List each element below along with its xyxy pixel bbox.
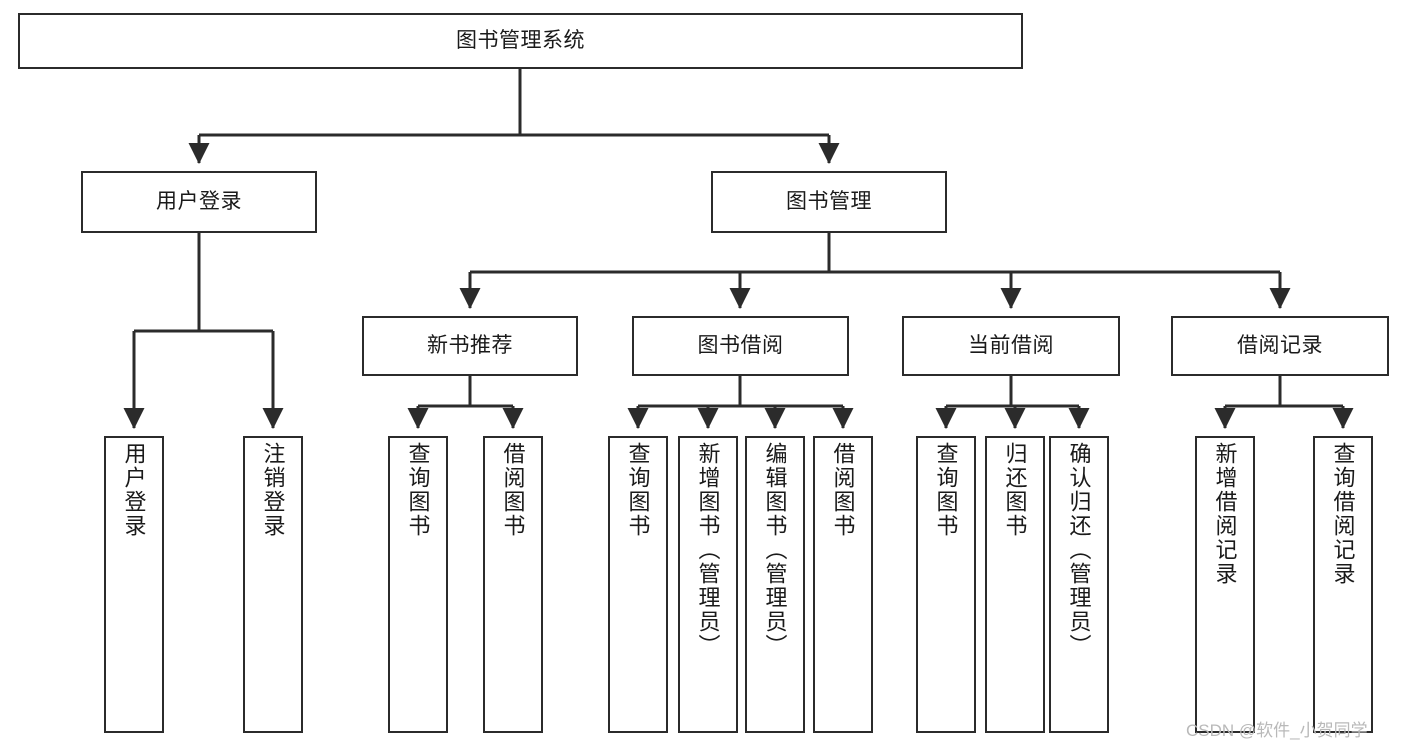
node-leaf-confirm-return[interactable]: 确认归还（管理员） — [1049, 436, 1109, 733]
node-leaf-query-book-2-label: 查询图书 — [625, 442, 651, 538]
node-leaf-return-book-label: 归还图书 — [1002, 442, 1028, 538]
node-book-manage[interactable]: 图书管理 — [711, 171, 947, 233]
node-leaf-query-book-3-label: 查询图书 — [933, 442, 959, 538]
node-root-label: 图书管理系统 — [456, 28, 585, 52]
node-book-borrow-label: 图书借阅 — [697, 333, 784, 357]
node-leaf-logout[interactable]: 注销登录 — [243, 436, 303, 733]
node-user-login-label: 用户登录 — [156, 189, 242, 213]
node-leaf-add-record[interactable]: 新增借阅记录 — [1195, 436, 1255, 733]
node-leaf-edit-book[interactable]: 编辑图书（管理员） — [745, 436, 805, 733]
node-leaf-confirm-return-label: 确认归还（管理员） — [1066, 442, 1092, 658]
node-leaf-query-record-label: 查询借阅记录 — [1330, 442, 1356, 586]
node-book-borrow[interactable]: 图书借阅 — [632, 316, 849, 376]
node-leaf-query-book-2[interactable]: 查询图书 — [608, 436, 668, 733]
node-current-borrow-label: 当前借阅 — [968, 333, 1054, 357]
node-leaf-return-book[interactable]: 归还图书 — [985, 436, 1045, 733]
node-user-login[interactable]: 用户登录 — [81, 171, 317, 233]
node-leaf-user-login[interactable]: 用户登录 — [104, 436, 164, 733]
node-leaf-borrow-book-1[interactable]: 借阅图书 — [483, 436, 543, 733]
node-current-borrow[interactable]: 当前借阅 — [902, 316, 1120, 376]
node-new-book-rec-label: 新书推荐 — [427, 333, 513, 357]
node-new-book-rec[interactable]: 新书推荐 — [362, 316, 578, 376]
node-leaf-query-book-3[interactable]: 查询图书 — [916, 436, 976, 733]
node-borrow-record-label: 借阅记录 — [1237, 333, 1323, 357]
node-leaf-edit-book-label: 编辑图书（管理员） — [762, 442, 788, 658]
node-leaf-add-book-label: 新增图书（管理员） — [695, 442, 721, 658]
node-leaf-borrow-book-1-label: 借阅图书 — [500, 442, 526, 538]
node-leaf-query-record[interactable]: 查询借阅记录 — [1313, 436, 1373, 733]
node-leaf-borrow-book-2-label: 借阅图书 — [830, 442, 856, 538]
node-book-manage-label: 图书管理 — [786, 189, 872, 213]
node-leaf-borrow-book-2[interactable]: 借阅图书 — [813, 436, 873, 733]
node-leaf-user-login-label: 用户登录 — [121, 442, 147, 538]
node-leaf-add-book[interactable]: 新增图书（管理员） — [678, 436, 738, 733]
node-leaf-logout-label: 注销登录 — [260, 442, 286, 538]
node-leaf-query-book-1-label: 查询图书 — [405, 442, 431, 538]
node-root[interactable]: 图书管理系统 — [18, 13, 1023, 69]
node-leaf-query-book-1[interactable]: 查询图书 — [388, 436, 448, 733]
node-leaf-add-record-label: 新增借阅记录 — [1212, 442, 1238, 586]
node-borrow-record[interactable]: 借阅记录 — [1171, 316, 1389, 376]
